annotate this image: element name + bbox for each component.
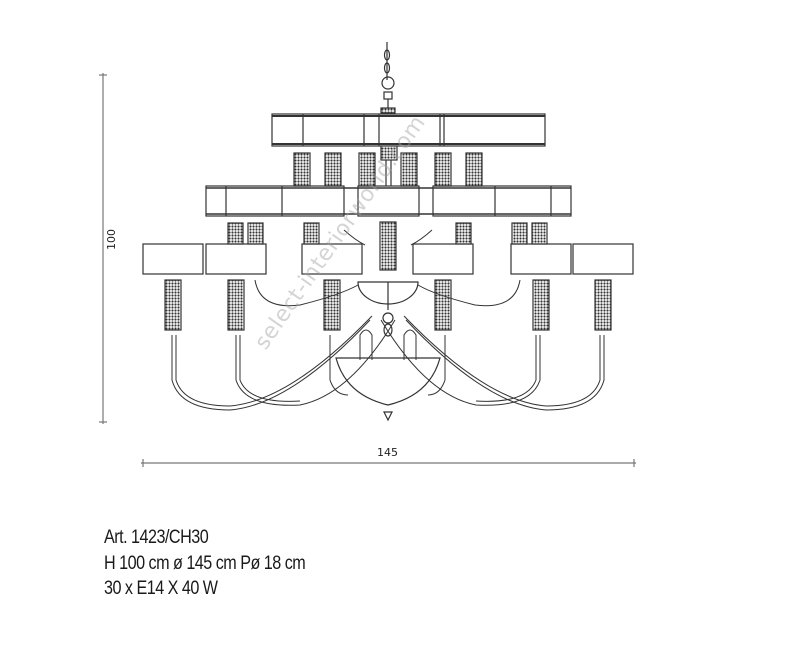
height-dimension-line	[99, 73, 107, 424]
bulb-specs: 30 x E14 X 40 W	[104, 578, 218, 599]
bottom-tier-sockets	[164, 279, 612, 331]
bottom-tier-shades	[142, 243, 634, 275]
size-specs: H 100 cm ø 145 cm Pø 18 cm	[104, 553, 306, 574]
middle-tier-shades	[205, 185, 572, 217]
chain	[380, 42, 396, 114]
article-number: Art. 1423/CH30	[104, 527, 209, 548]
width-dimension-label: 145	[377, 446, 398, 459]
width-dimension-line	[141, 459, 636, 467]
central-bowls	[335, 281, 441, 422]
top-tier-shades	[271, 113, 546, 147]
top-tier-sockets	[293, 145, 483, 187]
height-dimension-label: 100	[105, 229, 118, 250]
middle-tier-sockets	[227, 221, 548, 271]
arms	[171, 229, 605, 411]
